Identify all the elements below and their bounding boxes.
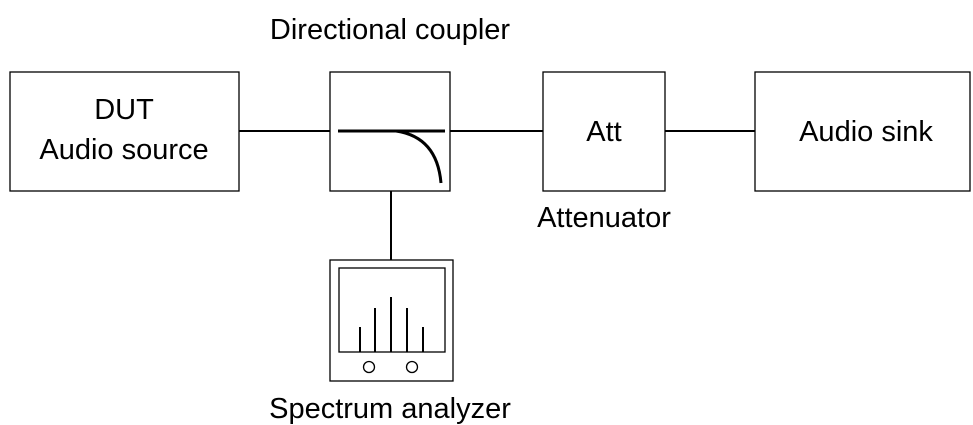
analyzer-knob-left-icon — [362, 360, 376, 374]
sink-label: Audio sink — [799, 116, 933, 148]
coupler-block: Directional coupler — [270, 14, 511, 192]
analyzer-block: Spectrum analyzer — [269, 259, 511, 425]
dut-block: DUT Audio source — [9, 71, 240, 192]
analyzer-knob-right-icon — [405, 360, 419, 374]
coupler-caption: Directional coupler — [270, 14, 511, 46]
attenuator-caption: Attenuator — [537, 202, 671, 234]
attenuator-box-label: Att — [586, 116, 621, 148]
dut-label: DUT — [94, 94, 154, 126]
coupler-branch-curve-symbol — [395, 129, 443, 184]
attenuator-box — [542, 71, 666, 192]
dut-sublabel: Audio source — [39, 134, 208, 166]
sink-block: Audio sink — [754, 71, 971, 192]
dut-box — [9, 71, 240, 192]
analyzer-caption: Spectrum analyzer — [269, 393, 511, 425]
attenuator-block: Att Attenuator — [537, 71, 671, 234]
sink-box — [754, 71, 971, 192]
